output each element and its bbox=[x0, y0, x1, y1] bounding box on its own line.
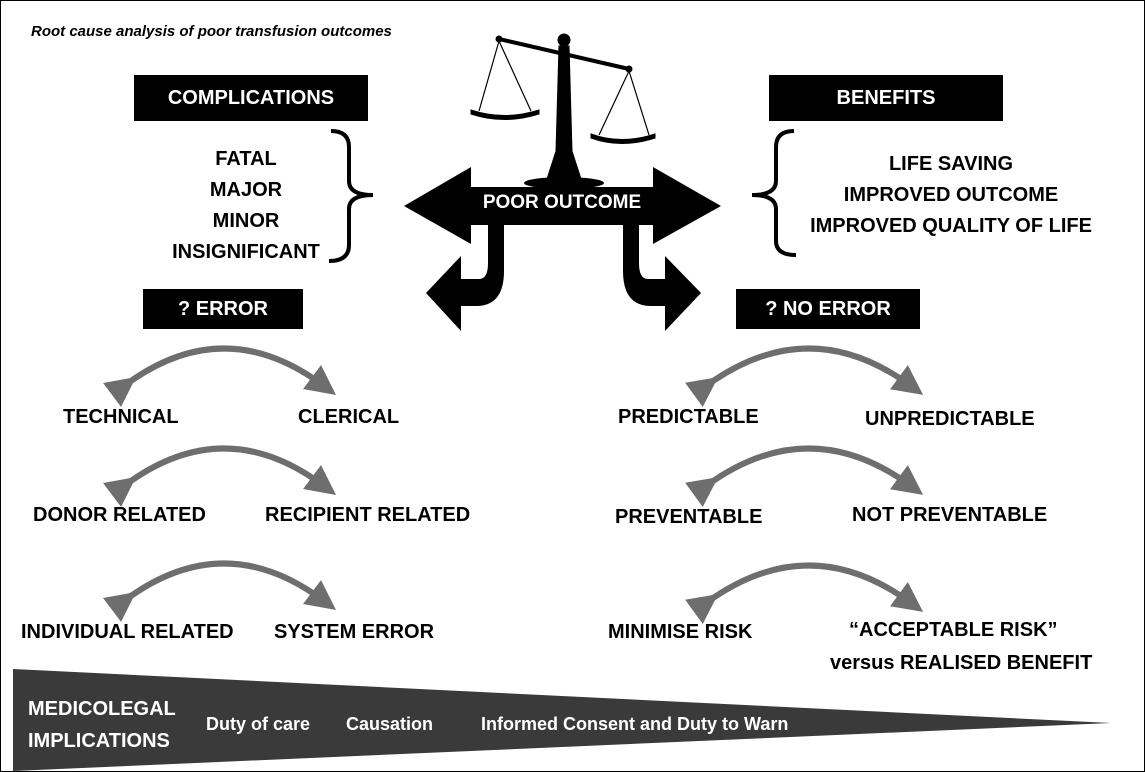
benefit-item: IMPROVED QUALITY OF LIFE bbox=[810, 215, 1092, 237]
error-clerical: CLERICAL bbox=[298, 406, 400, 428]
no-error-unpredictable: UNPREDICTABLE bbox=[865, 408, 1035, 430]
medicolegal-wedge bbox=[13, 669, 1111, 771]
error-individual-related: INDIVIDUAL RELATED bbox=[21, 621, 234, 643]
split-arc-individual-system bbox=[103, 560, 337, 622]
medicolegal-label-line1: MEDICOLEGAL bbox=[28, 698, 176, 720]
benefits-brace bbox=[751, 129, 797, 257]
split-arc-predictable-unpredictable bbox=[685, 345, 924, 407]
split-arc-technical-clerical bbox=[103, 345, 337, 407]
no-error-realised-benefit: versus REALISED BENEFIT bbox=[830, 652, 1093, 674]
benefits-list: LIFE SAVING IMPROVED OUTCOME IMPROVED QU… bbox=[796, 149, 1106, 242]
split-arc-preventable bbox=[685, 445, 924, 507]
complication-item: INSIGNIFICANT bbox=[172, 241, 320, 263]
medicolegal-label-line2: IMPLICATIONS bbox=[28, 730, 170, 752]
no-error-not-preventable: NOT PREVENTABLE bbox=[852, 504, 1048, 526]
no-error-acceptable-risk: “ACCEPTABLE RISK” bbox=[849, 619, 1058, 641]
error-system-error: SYSTEM ERROR bbox=[274, 621, 435, 643]
complications-list: FATAL MAJOR MINOR INSIGNIFICANT bbox=[161, 144, 331, 268]
balance-scale-icon bbox=[470, 33, 656, 189]
no-error-header: ? NO ERROR bbox=[736, 289, 920, 329]
medicolegal-causation: Causation bbox=[346, 714, 434, 734]
poor-outcome-label: POOR OUTCOME bbox=[482, 192, 642, 213]
curved-arrow-icon bbox=[426, 225, 504, 331]
no-error-preventable: PREVENTABLE bbox=[615, 506, 763, 528]
no-error-minimise-risk: MINIMISE RISK bbox=[608, 621, 753, 643]
benefits-header: BENEFITS bbox=[769, 75, 1003, 121]
error-header: ? ERROR bbox=[143, 289, 303, 329]
double-headed-arrow-icon bbox=[404, 167, 721, 244]
split-arc-minimise-acceptable bbox=[685, 562, 924, 624]
medicolegal-duty-of-care: Duty of care bbox=[206, 714, 311, 734]
medicolegal-informed-consent: Informed Consent and Duty to Warn bbox=[481, 714, 789, 734]
error-technical: TECHNICAL bbox=[63, 406, 179, 428]
benefit-item: IMPROVED OUTCOME bbox=[843, 184, 1059, 206]
complications-header: COMPLICATIONS bbox=[134, 75, 368, 121]
split-arc-donor-recipient bbox=[103, 445, 337, 507]
error-donor-related: DONOR RELATED bbox=[33, 504, 206, 526]
no-error-predictable: PREDICTABLE bbox=[618, 406, 759, 428]
complication-item: MINOR bbox=[212, 210, 280, 232]
curved-arrow-icon bbox=[623, 225, 701, 331]
complications-brace bbox=[328, 129, 374, 263]
complication-item: FATAL bbox=[215, 148, 277, 170]
benefit-item: LIFE SAVING bbox=[888, 153, 1014, 175]
error-recipient-related: RECIPIENT RELATED bbox=[265, 504, 471, 526]
complication-item: MAJOR bbox=[209, 179, 283, 201]
diagram-title: Root cause analysis of poor transfusion … bbox=[31, 23, 392, 40]
